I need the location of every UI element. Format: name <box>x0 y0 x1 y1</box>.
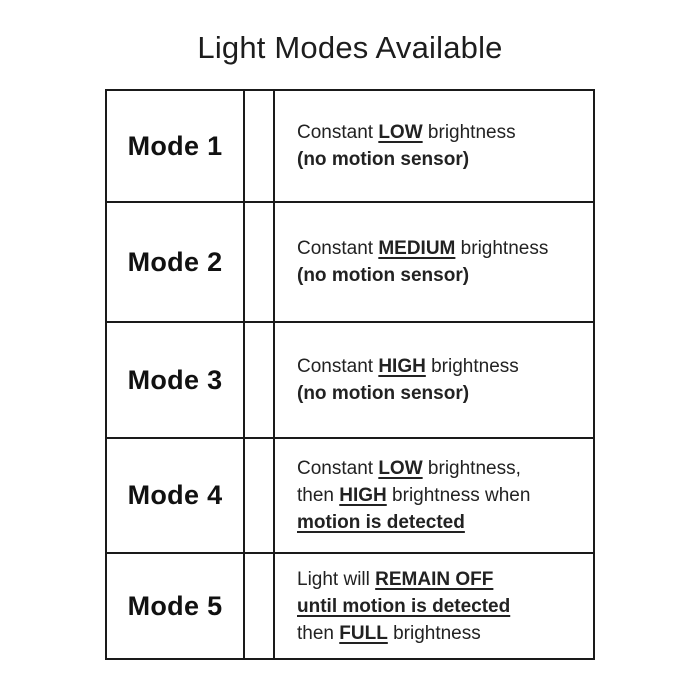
text-segment-emphasis: HIGH <box>378 356 426 377</box>
text-segment-emphasis: LOW <box>378 458 423 479</box>
mode-label: Mode 1 <box>105 89 245 203</box>
description-line: (no motion sensor) <box>297 380 585 407</box>
mode-label: Mode 3 <box>105 321 245 439</box>
text-segment-emphasis: REMAIN OFF <box>375 568 494 590</box>
mode-description-cell: Constant HIGH brightness (no motion sens… <box>273 321 595 439</box>
text-segment-bold: (no motion sensor) <box>297 149 470 170</box>
spacer-cell <box>243 321 275 439</box>
mode-description-cell: Light will REMAIN OFF until motion is de… <box>273 552 595 660</box>
text-segment: brightness <box>422 122 516 143</box>
spacer-cell <box>243 552 275 660</box>
mode-label: Mode 5 <box>105 552 245 660</box>
description-line: Constant LOW brightness, <box>297 455 585 482</box>
text-segment-emphasis: motion is detected <box>297 512 465 533</box>
mode-description-cell: Constant LOW brightness (no motion senso… <box>273 89 595 203</box>
description-line: Constant MEDIUM brightness <box>297 235 585 262</box>
description-line: Light will REMAIN OFF <box>297 566 585 593</box>
text-segment-emphasis: FULL <box>339 622 388 644</box>
text-segment: Constant <box>297 238 379 259</box>
text-segment-bold: (no motion sensor) <box>297 383 470 404</box>
text-segment: Constant <box>297 122 379 143</box>
text-segment: brightness, <box>422 458 521 479</box>
description-line: Constant LOW brightness <box>297 119 585 146</box>
text-segment-emphasis: until motion is detected <box>297 595 511 617</box>
description-line: (no motion sensor) <box>297 146 585 173</box>
table-row-mode-2: Mode 2 Constant MEDIUM brightness (no mo… <box>105 201 595 323</box>
text-segment: Light will <box>297 568 376 590</box>
table-row-mode-4: Mode 4 Constant LOW brightness, then HIG… <box>105 437 595 554</box>
text-segment-emphasis: LOW <box>378 122 423 143</box>
text-segment: brightness <box>387 622 481 644</box>
table-row-mode-3: Mode 3 Constant HIGH brightness (no moti… <box>105 321 595 439</box>
text-segment: brightness when <box>386 485 531 506</box>
mode-description-cell: Constant LOW brightness, then HIGH brigh… <box>273 437 595 554</box>
table-row-mode-1: Mode 1 Constant LOW brightness (no motio… <box>105 89 595 203</box>
text-segment: then <box>297 622 340 644</box>
text-segment-bold: (no motion sensor) <box>297 265 470 286</box>
text-segment: then <box>297 485 340 506</box>
description-line: Constant HIGH brightness <box>297 353 585 380</box>
spacer-cell <box>243 201 275 323</box>
text-segment-emphasis: MEDIUM <box>378 238 456 259</box>
description-line: (no motion sensor) <box>297 262 585 289</box>
description-line: motion is detected <box>297 509 585 536</box>
mode-description-cell: Constant MEDIUM brightness (no motion se… <box>273 201 595 323</box>
description-line: then FULL brightness <box>297 620 585 647</box>
text-segment-emphasis: HIGH <box>339 485 387 506</box>
text-segment: brightness <box>425 356 519 377</box>
spacer-cell <box>243 89 275 203</box>
text-segment: Constant <box>297 458 379 479</box>
spacer-cell <box>243 437 275 554</box>
description-line: then HIGH brightness when <box>297 482 585 509</box>
text-segment: brightness <box>455 238 549 259</box>
text-segment: Constant <box>297 356 379 377</box>
mode-label: Mode 2 <box>105 201 245 323</box>
table-row-mode-5: Mode 5 Light will REMAIN OFF until motio… <box>105 552 595 660</box>
mode-label: Mode 4 <box>105 437 245 554</box>
page-title: Light Modes Available <box>197 30 503 65</box>
description-line: until motion is detected <box>297 593 585 620</box>
light-modes-table: Mode 1 Constant LOW brightness (no motio… <box>105 89 595 660</box>
